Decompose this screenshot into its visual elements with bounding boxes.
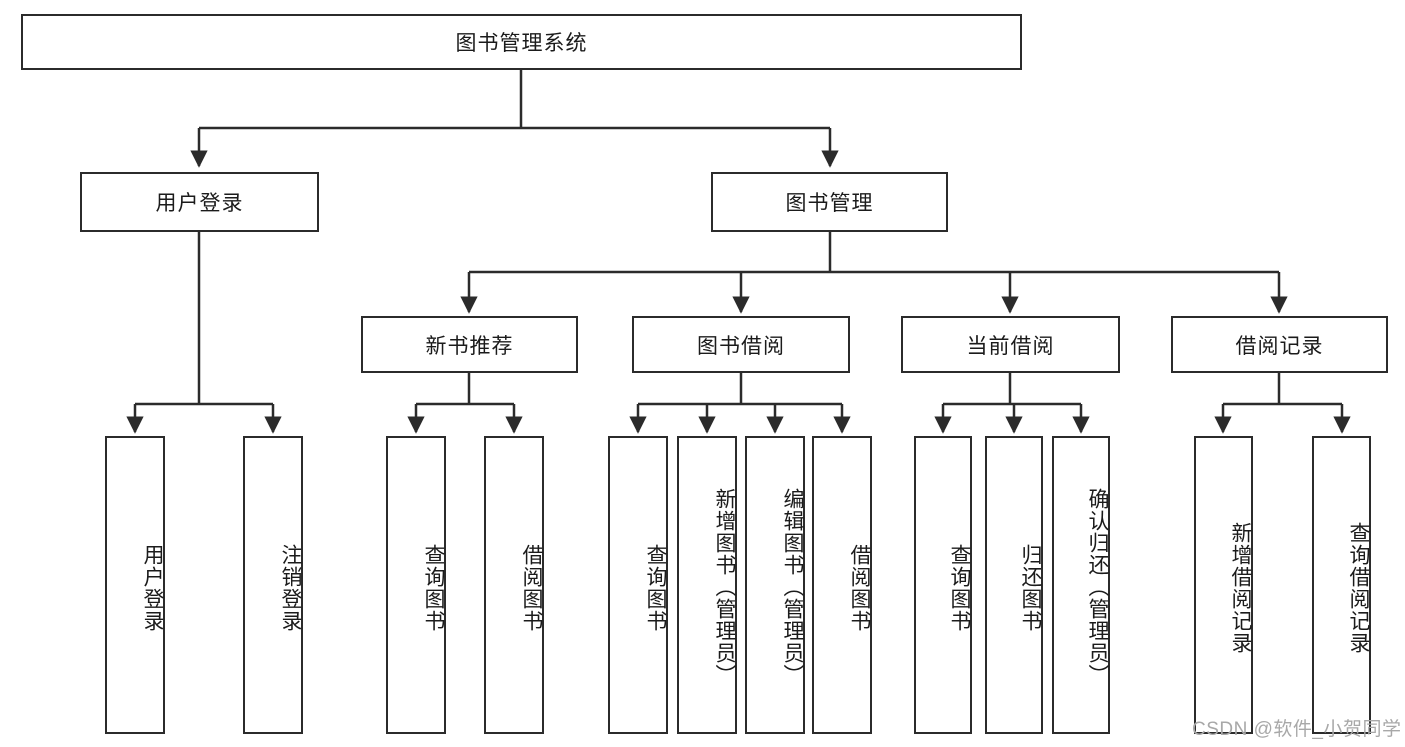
node-label: 用户登录: [155, 192, 244, 215]
node-label: 当前借阅: [966, 334, 1055, 358]
node-label: 查询图书: [948, 544, 971, 632]
leaf-query-book-newbook[interactable]: 查询图书: [386, 436, 446, 734]
leaf-borrow-book[interactable]: 借阅图书: [812, 436, 872, 734]
leaf-query-book-current[interactable]: 查询图书: [914, 436, 972, 734]
node-label: 查询图书: [422, 544, 445, 632]
node-label: 确认归还（管理员）: [1086, 488, 1109, 686]
node-new-book-recommend[interactable]: 新书推荐: [361, 316, 578, 373]
node-label: 查询借阅记录: [1347, 522, 1370, 654]
node-label: 注销登录: [279, 544, 302, 632]
node-label: 归还图书: [1019, 544, 1042, 632]
node-label: 新增图书（管理员）: [713, 488, 736, 686]
node-borrow-record[interactable]: 借阅记录: [1171, 316, 1388, 373]
node-label: 编辑图书（管理员）: [781, 488, 804, 686]
leaf-query-borrow-record[interactable]: 查询借阅记录: [1312, 436, 1371, 734]
node-current-borrow[interactable]: 当前借阅: [901, 316, 1120, 373]
node-book-borrow[interactable]: 图书借阅: [632, 316, 850, 373]
node-label: 借阅记录: [1235, 334, 1324, 358]
node-book-management[interactable]: 图书管理: [711, 172, 948, 232]
leaf-query-book-borrow[interactable]: 查询图书: [608, 436, 668, 734]
node-label: 查询图书: [644, 544, 667, 632]
node-label: 新书推荐: [425, 334, 514, 358]
leaf-confirm-return-admin[interactable]: 确认归还（管理员）: [1052, 436, 1110, 734]
leaf-logout[interactable]: 注销登录: [243, 436, 303, 734]
leaf-edit-book-admin[interactable]: 编辑图书（管理员）: [745, 436, 805, 734]
node-user-login[interactable]: 用户登录: [80, 172, 319, 232]
leaf-add-borrow-record[interactable]: 新增借阅记录: [1194, 436, 1253, 734]
node-label: 用户登录: [141, 544, 164, 632]
node-label: 图书管理: [785, 192, 874, 215]
leaf-add-book-admin[interactable]: 新增图书（管理员）: [677, 436, 737, 734]
node-label: 图书借阅: [697, 334, 785, 358]
node-label: 借阅图书: [848, 544, 871, 632]
csdn-watermark: CSDN @软件_小贺同学: [1192, 719, 1402, 740]
leaf-borrow-book-newbook[interactable]: 借阅图书: [484, 436, 544, 734]
node-root-system[interactable]: 图书管理系统: [21, 14, 1022, 70]
node-label: 借阅图书: [520, 544, 543, 632]
node-label: 新增借阅记录: [1229, 522, 1252, 654]
leaf-return-book[interactable]: 归还图书: [985, 436, 1043, 734]
node-label: 图书管理系统: [455, 32, 588, 55]
leaf-user-login[interactable]: 用户登录: [105, 436, 165, 734]
